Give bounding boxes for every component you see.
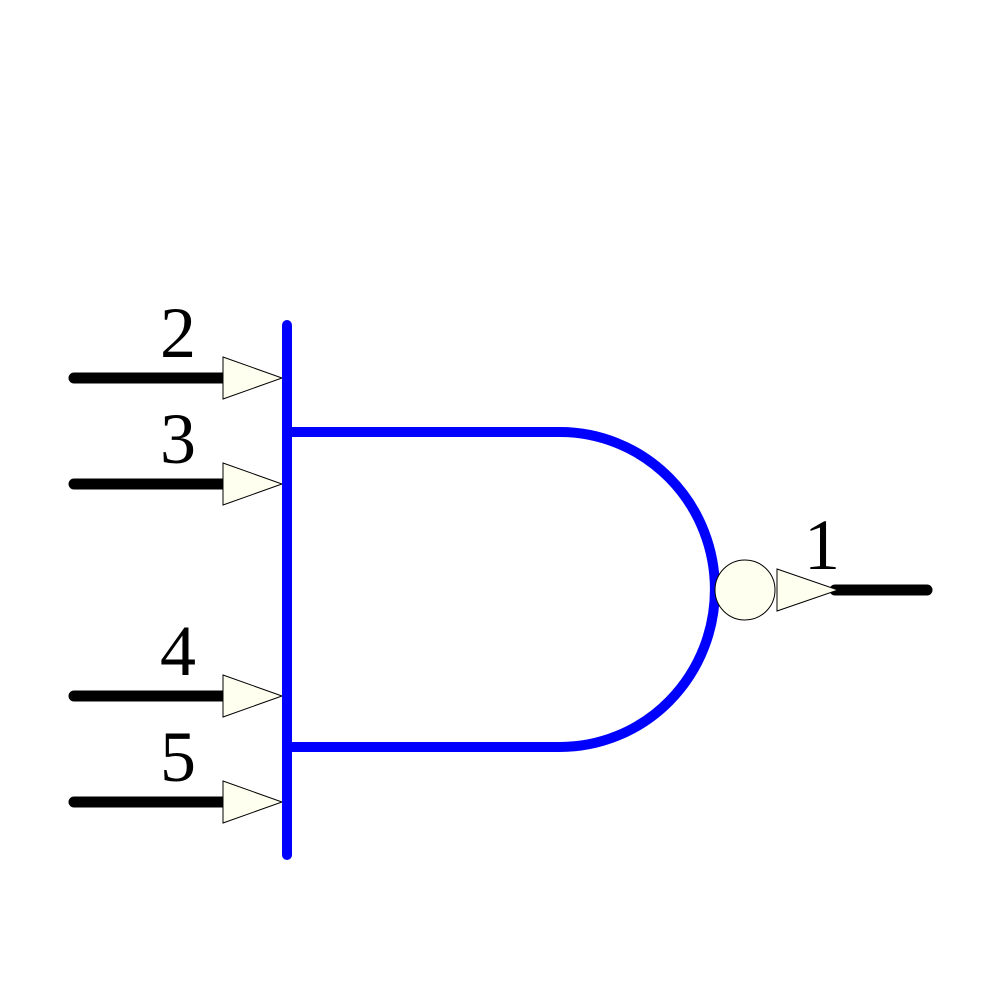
pin-2-arrow-icon	[222, 356, 284, 400]
pin-2-label: 2	[160, 293, 196, 373]
pin-4-label: 4	[160, 611, 196, 691]
pin-3-arrow-icon	[222, 462, 284, 506]
pin-5-arrow-icon	[222, 780, 284, 824]
pin-3-label: 3	[160, 399, 196, 479]
pin-4-arrow-icon	[222, 674, 284, 718]
pin-5-label: 5	[160, 717, 196, 797]
pin-1-arrow-icon	[776, 568, 840, 612]
inversion-bubble-icon	[714, 559, 776, 621]
input-pin-2[interactable]: 2	[68, 293, 284, 400]
output-pin-1[interactable]: 1	[714, 505, 933, 621]
pin-1-label: 1	[804, 505, 840, 585]
input-pin-3[interactable]: 3	[68, 399, 284, 506]
input-pin-4[interactable]: 4	[68, 611, 284, 718]
input-pin-5[interactable]: 5	[68, 717, 284, 824]
